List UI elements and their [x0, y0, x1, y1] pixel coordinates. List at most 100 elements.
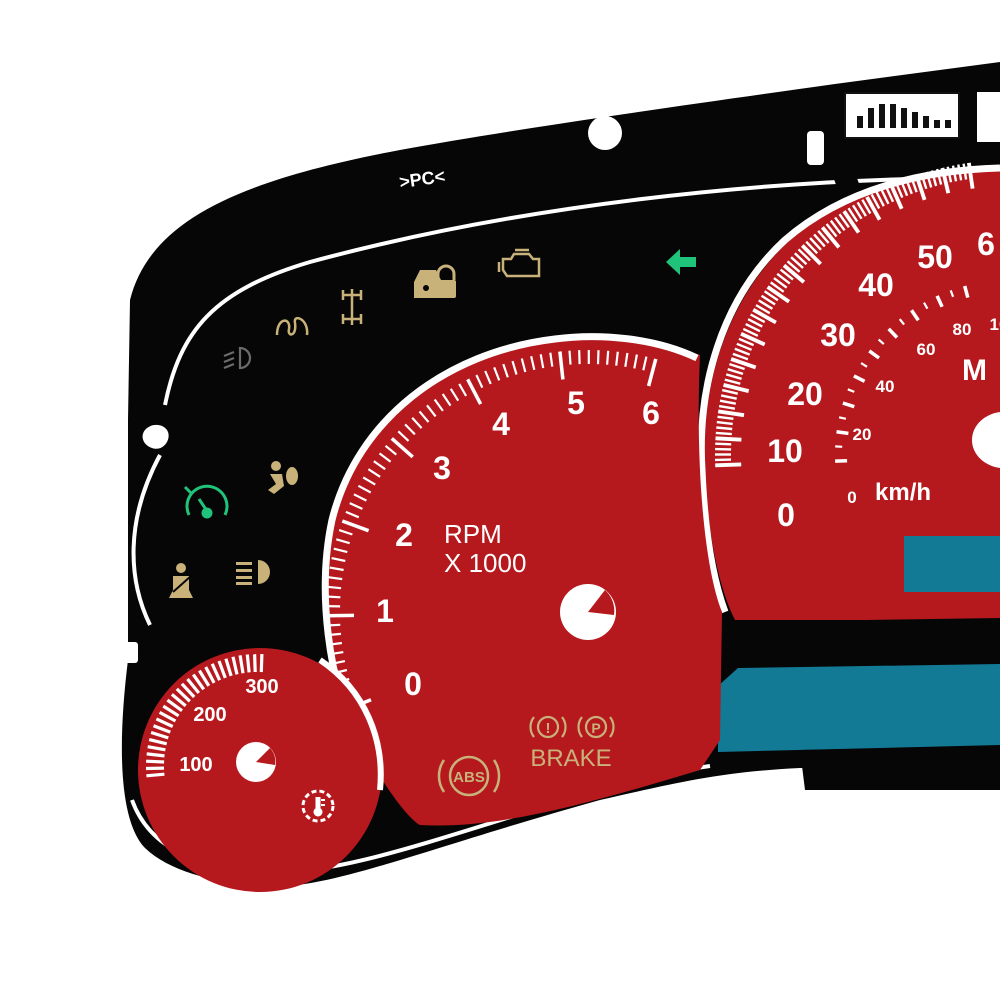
tach-label-6: 6 — [642, 395, 660, 431]
tach-label-1: 1 — [376, 593, 394, 629]
tick-mark — [868, 349, 881, 360]
tick-mark — [397, 430, 410, 442]
tick-mark — [957, 164, 963, 181]
tick-mark — [856, 201, 867, 217]
tick-mark — [861, 199, 872, 215]
abs-label: ABS — [453, 769, 485, 786]
tick-mark — [736, 342, 753, 351]
tick-mark — [162, 704, 180, 718]
tick-mark — [758, 299, 774, 310]
brake-icon — [529, 715, 615, 739]
tick-mark — [842, 210, 861, 234]
tick-mark — [475, 374, 484, 389]
tick-mark — [166, 698, 183, 712]
tick-mark — [732, 352, 749, 361]
tick-mark — [231, 656, 239, 675]
kmh-label-100-partial: 10 — [990, 315, 1000, 334]
tick-mark — [426, 404, 437, 418]
speedometer-kmh-ticks — [835, 285, 970, 463]
tick-mark — [966, 162, 975, 189]
mounting-hole — [588, 116, 622, 150]
tick-mark — [842, 401, 855, 409]
segment-bars — [857, 104, 951, 128]
kmh-label-40: 40 — [876, 377, 895, 396]
cruise-control-icon — [183, 484, 229, 519]
tick-mark — [484, 370, 492, 385]
tick-mark — [357, 484, 372, 494]
tick-mark — [935, 295, 944, 308]
tick-mark — [838, 213, 850, 228]
tick-mark — [895, 182, 904, 199]
security-lock-icon — [414, 264, 456, 298]
low-beam-icon — [223, 346, 252, 370]
tick-mark — [745, 323, 761, 333]
tach-label-3: 3 — [433, 450, 451, 486]
temp-label-300: 300 — [245, 676, 278, 698]
tick-mark — [900, 180, 909, 197]
tick-mark — [330, 660, 346, 665]
tick-mark — [763, 290, 779, 302]
tick-mark — [715, 436, 742, 442]
tick-mark — [930, 170, 938, 187]
tick-mark — [946, 166, 953, 183]
tick-mark — [800, 244, 822, 266]
tick-mark — [721, 388, 739, 395]
tick-mark — [146, 772, 165, 778]
tick-mark — [920, 173, 928, 190]
turn-signal-arrow-icon — [666, 249, 696, 275]
tick-mark — [326, 623, 341, 627]
tick-mark — [606, 350, 610, 365]
tick-mark — [820, 226, 841, 249]
lcd-cutout-frame — [733, 618, 1000, 662]
tick-mark — [923, 302, 929, 310]
tick-mark — [829, 219, 842, 235]
tick-mark — [889, 184, 904, 210]
tick-mark — [333, 547, 348, 554]
tick-mark — [224, 658, 233, 677]
tach-label-2: 2 — [395, 517, 413, 553]
panel-notch — [142, 424, 169, 449]
tick-mark — [353, 493, 367, 502]
headlamp-icon — [236, 560, 270, 585]
tick-mark — [539, 354, 545, 369]
tick-mark — [646, 358, 658, 387]
tick-mark — [750, 313, 766, 324]
tick-mark — [851, 204, 863, 220]
tick-mark — [898, 318, 905, 326]
tick-mark — [760, 294, 776, 306]
coolant-temp-icon — [301, 789, 335, 823]
tick-mark — [150, 730, 169, 740]
tick-mark — [180, 682, 196, 699]
tick-mark — [204, 666, 216, 684]
tick-mark — [905, 178, 913, 195]
kmh-label-60: 60 — [917, 340, 936, 359]
tick-mark — [411, 417, 423, 429]
tick-mark — [865, 196, 882, 221]
tick-mark — [875, 191, 885, 207]
four-wheel-drive-icon — [341, 289, 363, 325]
tick-mark — [838, 416, 847, 420]
temp-label-200: 200 — [193, 704, 226, 726]
tick-mark — [870, 193, 881, 210]
tick-mark — [642, 356, 648, 371]
tick-mark — [245, 654, 251, 673]
speed-label-10: 10 — [767, 433, 803, 469]
tick-mark — [730, 357, 757, 370]
tick-mark — [158, 710, 177, 723]
tick-mark — [549, 352, 554, 367]
tick-mark — [834, 216, 846, 232]
speed-label-30: 30 — [820, 317, 856, 353]
tick-mark — [755, 304, 771, 315]
seatbelt-icon — [169, 563, 193, 598]
tick-mark — [390, 437, 414, 459]
tick-mark — [418, 410, 430, 423]
tick-mark — [148, 738, 168, 746]
tach-label-5: 5 — [567, 385, 585, 421]
tick-mark — [910, 309, 920, 322]
kmh-unit-label: km/h — [875, 479, 931, 506]
panel-notch — [807, 131, 824, 165]
tick-mark — [935, 168, 943, 185]
tick-mark — [782, 263, 806, 284]
tick-mark — [797, 248, 811, 262]
tick-mark — [378, 452, 392, 463]
